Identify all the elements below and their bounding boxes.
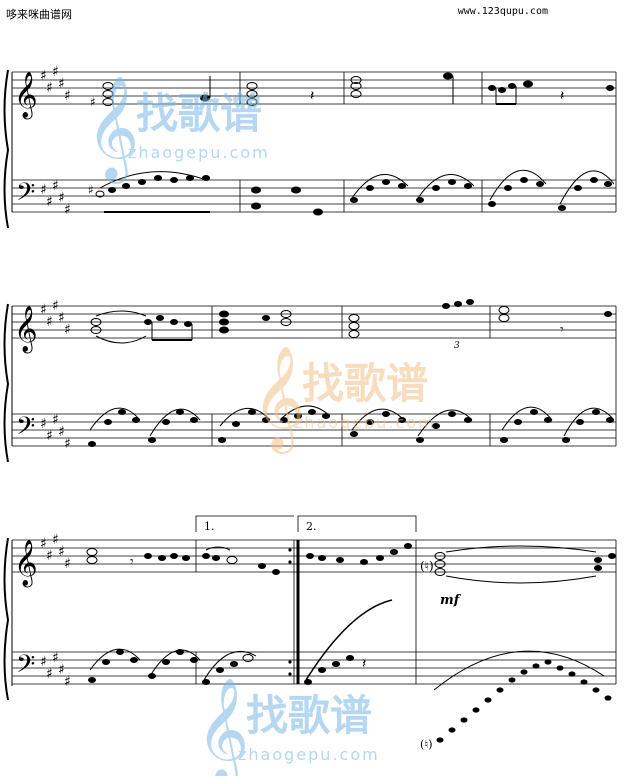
bass-clef-icon: 𝄢: [16, 178, 35, 213]
watermark-3: 𝄞 找歌谱 zhaogepu.com: [196, 677, 380, 776]
svg-text:𝄽: 𝄽: [362, 656, 366, 672]
site-name: 哆来咪曲谱网: [6, 8, 72, 21]
system-brace: [3, 69, 10, 229]
svg-text:找歌谱: 找歌谱: [302, 359, 428, 408]
bass-clef-icon: 𝄢: [16, 650, 35, 685]
system-brace: [3, 537, 10, 701]
svg-text:𝄾: 𝄾: [130, 554, 134, 570]
svg-text:♯: ♯: [90, 95, 96, 109]
treble-clef-watermark-icon: 𝄞: [86, 75, 139, 184]
svg-text:找歌谱: 找歌谱: [136, 89, 262, 138]
volta-2-label: 2.: [306, 520, 317, 533]
watermark-2: 𝄞 找歌谱 zhaogepu.com: [252, 345, 436, 454]
svg-text:zhaogepu.com: zhaogepu.com: [294, 413, 436, 432]
system-1: 𝄞 𝄢 ♯ 𝄽 𝄽 ♯: [3, 64, 617, 229]
treble-clef-watermark-icon: 𝄞: [196, 677, 249, 776]
system-2: 𝄞 𝄢 3 𝄾: [3, 298, 617, 463]
dynamic-marking: mf: [440, 593, 462, 608]
svg-text:𝄾: 𝄾: [560, 322, 564, 338]
treble-clef-icon: 𝄞: [14, 540, 38, 588]
svg-text:𝄽: 𝄽: [560, 88, 564, 104]
volta-1-label: 1.: [204, 520, 215, 533]
svg-text:(♮): (♮): [420, 559, 434, 573]
svg-text:𝄽: 𝄽: [310, 88, 314, 104]
system-3: 𝄞 𝄢 1. 2. 𝄾: [3, 515, 617, 751]
system-brace: [3, 303, 10, 463]
triplet-mark: 3: [454, 341, 460, 351]
treble-clef-icon: 𝄞: [14, 72, 38, 120]
treble-clef-icon: 𝄞: [14, 306, 38, 354]
svg-text:zhaogepu.com: zhaogepu.com: [128, 143, 270, 162]
svg-text:找歌谱: 找歌谱: [246, 691, 372, 740]
site-url: www.123qupu.com: [457, 6, 548, 17]
watermark-1: 𝄞 找歌谱 zhaogepu.com: [86, 75, 270, 184]
svg-text:(♮): (♮): [420, 738, 433, 751]
bass-clef-icon: 𝄢: [16, 412, 35, 447]
svg-text:♯: ♯: [88, 183, 94, 197]
treble-clef-watermark-icon: 𝄞: [252, 345, 305, 454]
svg-text:zhaogepu.com: zhaogepu.com: [238, 745, 380, 764]
